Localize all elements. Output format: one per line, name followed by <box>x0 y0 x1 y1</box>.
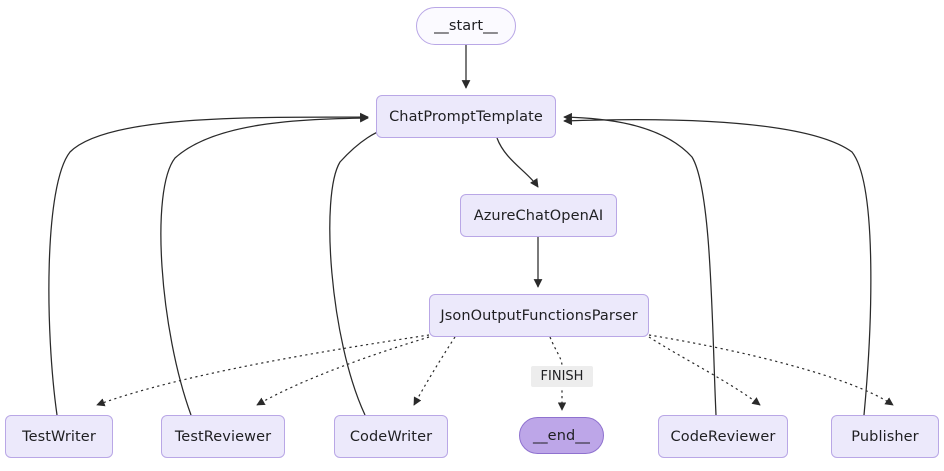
edge-parser-to-testreviewer <box>256 336 430 406</box>
edge-testreviewer-to-prompt <box>160 113 369 416</box>
node-start-label: __start__ <box>434 18 498 34</box>
edge-parser-to-codereviewer <box>648 336 761 406</box>
node-test-writer[interactable]: TestWriter <box>5 415 113 458</box>
node-end-label: __end__ <box>532 427 590 444</box>
edge-codereviewer-to-prompt <box>563 112 717 416</box>
edge-publisher-to-prompt <box>563 116 872 416</box>
node-azure-chat-openai-label: AzureChatOpenAI <box>473 207 604 224</box>
edge-label-finish: FINISH <box>531 366 593 387</box>
edge-label-finish-text: FINISH <box>540 369 584 384</box>
node-test-reviewer-label: TestReviewer <box>174 428 272 445</box>
node-start[interactable]: __start__ <box>416 7 516 45</box>
node-code-writer-label: CodeWriter <box>349 428 433 445</box>
node-json-output-functions-parser[interactable]: JsonOutputFunctionsParser <box>429 294 649 337</box>
node-json-output-functions-parser-label: JsonOutputFunctionsParser <box>440 307 638 324</box>
edge-prompt-to-llm <box>496 137 539 188</box>
edge-parser-to-publisher <box>648 334 894 406</box>
node-test-reviewer[interactable]: TestReviewer <box>161 415 285 458</box>
node-publisher-label: Publisher <box>851 428 919 445</box>
node-end[interactable]: __end__ <box>519 417 604 454</box>
edge-codewriter-to-prompt <box>329 125 387 416</box>
node-chat-prompt-template-label: ChatPromptTemplate <box>389 108 543 125</box>
node-code-writer[interactable]: CodeWriter <box>334 415 448 458</box>
node-code-reviewer[interactable]: CodeReviewer <box>658 415 788 458</box>
node-chat-prompt-template[interactable]: ChatPromptTemplate <box>376 95 556 138</box>
node-test-writer-label: TestWriter <box>22 428 96 445</box>
edge-testwriter-to-prompt <box>48 112 369 416</box>
node-azure-chat-openai[interactable]: AzureChatOpenAI <box>460 194 617 237</box>
node-publisher[interactable]: Publisher <box>831 415 939 458</box>
node-code-reviewer-label: CodeReviewer <box>670 428 776 445</box>
edge-parser-to-testwriter <box>96 334 430 407</box>
edge-parser-to-codewriter <box>413 336 456 406</box>
